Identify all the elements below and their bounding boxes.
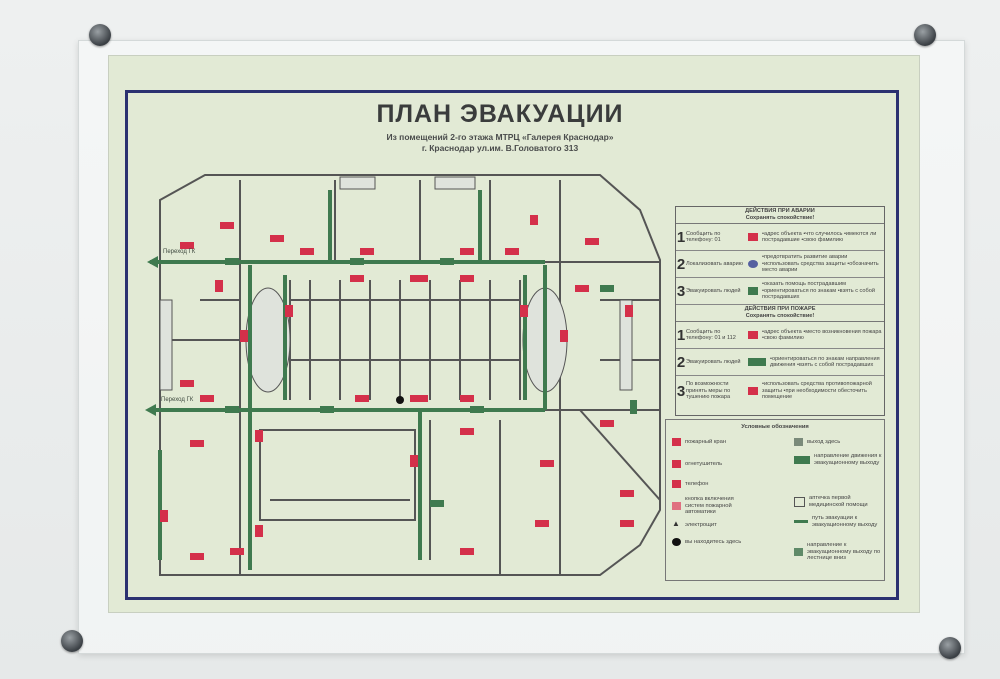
phone-icon: [672, 480, 681, 488]
step-label: Эвакуировать людей: [686, 358, 741, 365]
extinguisher-icon: [672, 460, 681, 468]
step-label: По возможности принять меры по тушению п…: [686, 381, 731, 401]
step-text: •адрес объекта •место возникновения пожа…: [762, 328, 882, 341]
legend: Условные обозначения пожарный кран огнет…: [665, 419, 885, 581]
step-label: Сообщить по телефону: 01: [686, 230, 721, 244]
step-text: •оказать помощь пострадавшим •ориентиров…: [762, 281, 875, 301]
step-number: 3: [676, 382, 686, 400]
electrical-panel-icon: ▲: [672, 519, 680, 528]
step-number: 2: [676, 353, 686, 371]
legend-label: аптечка первой медицинской помощи: [809, 495, 868, 508]
step-text: •ориентироваться по знакам направления д…: [770, 355, 880, 368]
screw-icon: [914, 24, 936, 46]
exit-here-icon: [794, 438, 803, 446]
legend-label: телефон: [685, 480, 709, 487]
fire-hydrant-icon: [672, 438, 681, 446]
legend-label: направление движения к эвакуационному вы…: [814, 453, 882, 466]
phone-icon: [748, 331, 758, 339]
legend-label: путь эвакуации к эвакуационному выходу: [812, 515, 878, 528]
legend-label: кнопка включения систем пожарной автомат…: [685, 496, 734, 515]
step-text: •предотвратить развитие аварии •использо…: [762, 254, 879, 274]
legend-label: пожарный кран: [685, 438, 727, 445]
sign-subtitle: Из помещений 2-го этажа МТРЦ «Галерея Кр…: [386, 132, 614, 142]
exit-sign-icon: [748, 287, 758, 295]
step-number: 1: [676, 326, 686, 344]
sign-address: г. Краснодар ул.им. В.Головатого 313: [421, 143, 579, 153]
first-aid-icon: [794, 496, 805, 507]
sign-border: [125, 90, 899, 600]
fire-title: ДЕЙСТВИЯ ПРИ ПОЖАРЕ: [744, 306, 816, 312]
step-number: 3: [676, 282, 686, 300]
alarm-button-icon: [672, 501, 681, 510]
step-label: Эвакуировать людей: [686, 287, 741, 294]
emergency-title: ДЕЙСТВИЯ ПРИ АВАРИИ: [745, 208, 815, 214]
evacuation-path-icon: [794, 520, 808, 523]
step-number: 2: [676, 255, 686, 273]
legend-label: огнетушитель: [685, 460, 723, 467]
extinguisher-icon: [748, 387, 758, 395]
step-text: •использовать средства противопожарной з…: [762, 381, 872, 401]
legend-title: Условные обозначения: [741, 424, 809, 430]
exit-direction-icon: [748, 358, 766, 366]
exit-direction-icon: [794, 455, 810, 464]
emergency-subtitle: Сохранять спокойствие!: [745, 215, 815, 221]
screw-icon: [939, 637, 961, 659]
you-are-here-icon: [672, 538, 681, 546]
stairs-down-icon: [794, 547, 803, 556]
step-label: Сообщить по телефону: 01 и 112: [686, 328, 736, 342]
legend-label: выход здесь: [807, 438, 841, 445]
sign-title: ПЛАН ЭВАКУАЦИИ: [376, 100, 624, 128]
legend-label: вы находитесь здесь: [685, 538, 742, 545]
exit-label-bottom: Переход ГК: [161, 397, 194, 403]
fire-subtitle: Сохранять спокойствие!: [745, 313, 815, 319]
legend-label: направление к эвакуационному выходу по л…: [807, 542, 881, 561]
screw-icon: [89, 24, 111, 46]
step-text: •адрес объекта •что случилось •имеются л…: [762, 230, 877, 243]
exit-label-top: Переход ГК: [163, 249, 196, 255]
legend-label: электрощит: [685, 521, 717, 528]
step-number: 1: [676, 228, 686, 246]
screw-icon: [61, 630, 83, 652]
you-are-here-marker: [396, 396, 404, 404]
warning-icon: [748, 260, 758, 268]
step-label: Локализовать аварию: [686, 260, 743, 267]
phone-icon: [748, 233, 758, 241]
